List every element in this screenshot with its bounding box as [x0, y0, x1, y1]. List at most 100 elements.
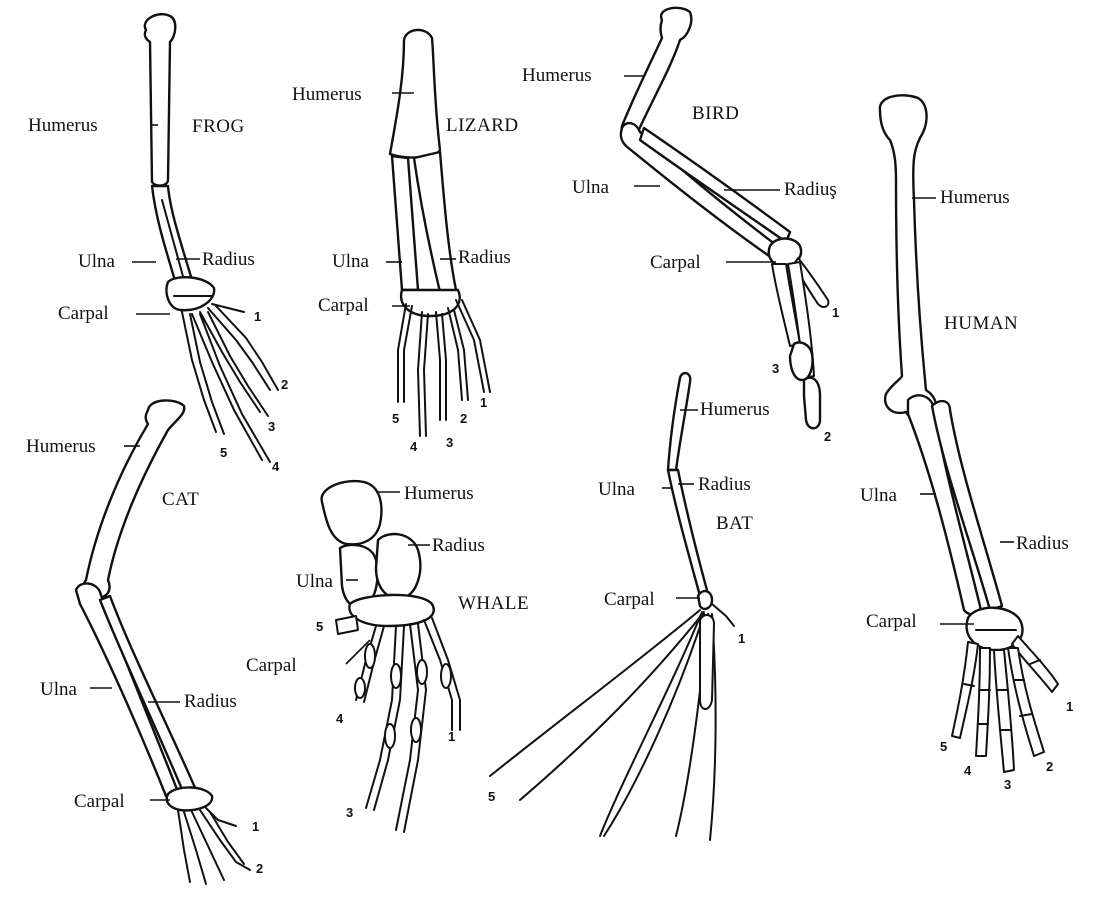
human-digit-5-number: 5	[940, 739, 948, 754]
lizard-digit-1-number: 1	[480, 395, 488, 410]
whale-digit-1-number: 1	[448, 729, 456, 744]
whale-carpal-label: Carpal	[246, 655, 297, 676]
frog-limb	[143, 13, 279, 463]
lizard-digit-3-number: 3	[446, 435, 454, 450]
bird-radius	[638, 126, 792, 244]
whale-carpals	[348, 593, 435, 628]
bat-radius-label: Radius	[698, 474, 751, 495]
frog-radius-label: Radius	[202, 249, 255, 270]
bat-ulna-label: Ulna	[598, 479, 635, 500]
human-digit-2-number: 2	[1046, 759, 1054, 774]
frog-digit-2	[207, 307, 271, 391]
cat-digit-1-number: 1	[252, 819, 260, 834]
human-digit-2	[1007, 647, 1045, 757]
bird-humerus	[620, 6, 693, 139]
species-label-frog: FROG	[192, 116, 245, 137]
bird-humerus-label: Humerus	[522, 65, 592, 86]
lizard-ulna	[390, 154, 420, 292]
frog-digit-4	[191, 313, 263, 461]
cat-humerus	[82, 399, 186, 600]
lizard-digit-5	[397, 303, 407, 403]
lizard-digit-3	[435, 311, 441, 421]
bird-digit-1-number: 1	[832, 305, 840, 320]
whale-ulna	[338, 543, 379, 609]
cat-ulna	[74, 582, 180, 798]
frog-digit-5-number: 5	[220, 445, 228, 460]
label-leader-lines	[90, 75, 1014, 801]
bird-ulna-label: Ulna	[572, 177, 609, 198]
whale-digit-4-number: 4	[336, 711, 344, 726]
human-radius	[930, 399, 1004, 612]
cat-ulna-label: Ulna	[40, 679, 77, 700]
bat-carpal-label: Carpal	[604, 589, 655, 610]
frog-carpals	[165, 276, 216, 312]
species-label-bat: BAT	[716, 513, 754, 534]
bat-humerus	[666, 371, 692, 472]
species-label-lizard: LIZARD	[446, 115, 519, 136]
cat-radius	[98, 594, 198, 796]
frog-digit-1-number: 1	[254, 309, 262, 324]
lizard-ulna-label: Ulna	[332, 251, 369, 272]
whale-digit-5-number: 5	[316, 619, 324, 634]
whale-radius-label: Radius	[432, 535, 485, 556]
human-digit-4	[975, 647, 991, 757]
human-digit-3-number: 3	[1004, 777, 1012, 792]
lizard-digit-4	[416, 311, 423, 437]
frog-digit-4-number: 4	[272, 459, 280, 474]
whale-limb	[320, 479, 461, 833]
bat-digit-1	[711, 603, 735, 627]
frog-digit-5	[181, 311, 217, 433]
bird-radius-label: Radiuş	[784, 179, 837, 200]
human-humerus	[878, 94, 938, 423]
bat-digit-5	[489, 609, 701, 777]
bat-digit-5-number: 5	[488, 789, 496, 804]
lizard-digit-4-number: 4	[410, 439, 418, 454]
human-digit-3	[993, 649, 1015, 773]
human-limb	[878, 94, 1059, 773]
lizard-carpals	[399, 288, 461, 318]
lizard-digit-2	[447, 307, 463, 401]
lizard-carpal-label: Carpal	[318, 295, 369, 316]
frog-humerus	[143, 13, 177, 187]
cat-humerus-label: Humerus	[26, 436, 96, 457]
frog-humerus-label: Humerus	[28, 115, 98, 136]
lizard-humerus	[388, 28, 442, 159]
frog-digit-2-number: 2	[281, 377, 289, 392]
lizard-digit-5-number: 5	[392, 411, 400, 426]
lizard-digit-2-number: 2	[460, 411, 468, 426]
whale-ulna-label: Ulna	[296, 571, 333, 592]
cat-carpals	[165, 786, 214, 812]
lizard-radius	[412, 150, 458, 294]
cat-limb	[74, 399, 251, 885]
cat-carpal-label: Carpal	[74, 791, 125, 812]
whale-humerus	[320, 479, 383, 546]
bat-limb	[489, 371, 735, 841]
lizard-digit-1	[455, 299, 485, 393]
bird-digit-3-number: 3	[772, 361, 780, 376]
cat-digit-1	[205, 807, 237, 827]
cat-digit-2	[199, 809, 251, 871]
whale-radius	[374, 532, 422, 600]
species-label-human: HUMAN	[944, 313, 1019, 334]
bat-digit-1-number: 1	[738, 631, 746, 646]
species-label-whale: WHALE	[458, 593, 530, 614]
human-carpal-label: Carpal	[866, 611, 917, 632]
species-label-bird: BIRD	[692, 103, 740, 124]
lizard-limb	[388, 28, 491, 437]
human-ulna-label: Ulna	[860, 485, 897, 506]
human-radius-label: Radius	[1016, 533, 1069, 554]
whale-humerus-label: Humerus	[404, 483, 474, 504]
cat-digit-2-number: 2	[256, 861, 264, 876]
human-humerus-label: Humerus	[940, 187, 1010, 208]
bird-limb	[619, 6, 830, 430]
human-digit-5	[951, 641, 979, 739]
bat-humerus-label: Humerus	[700, 399, 770, 420]
frog-digit-1	[211, 303, 245, 313]
lizard-radius-label: Radius	[458, 247, 511, 268]
frog-digit-3	[199, 311, 261, 413]
human-digit-1-number: 1	[1066, 699, 1074, 714]
bird-carpal-label: Carpal	[650, 252, 701, 273]
whale-digit-3-number: 3	[346, 805, 354, 820]
